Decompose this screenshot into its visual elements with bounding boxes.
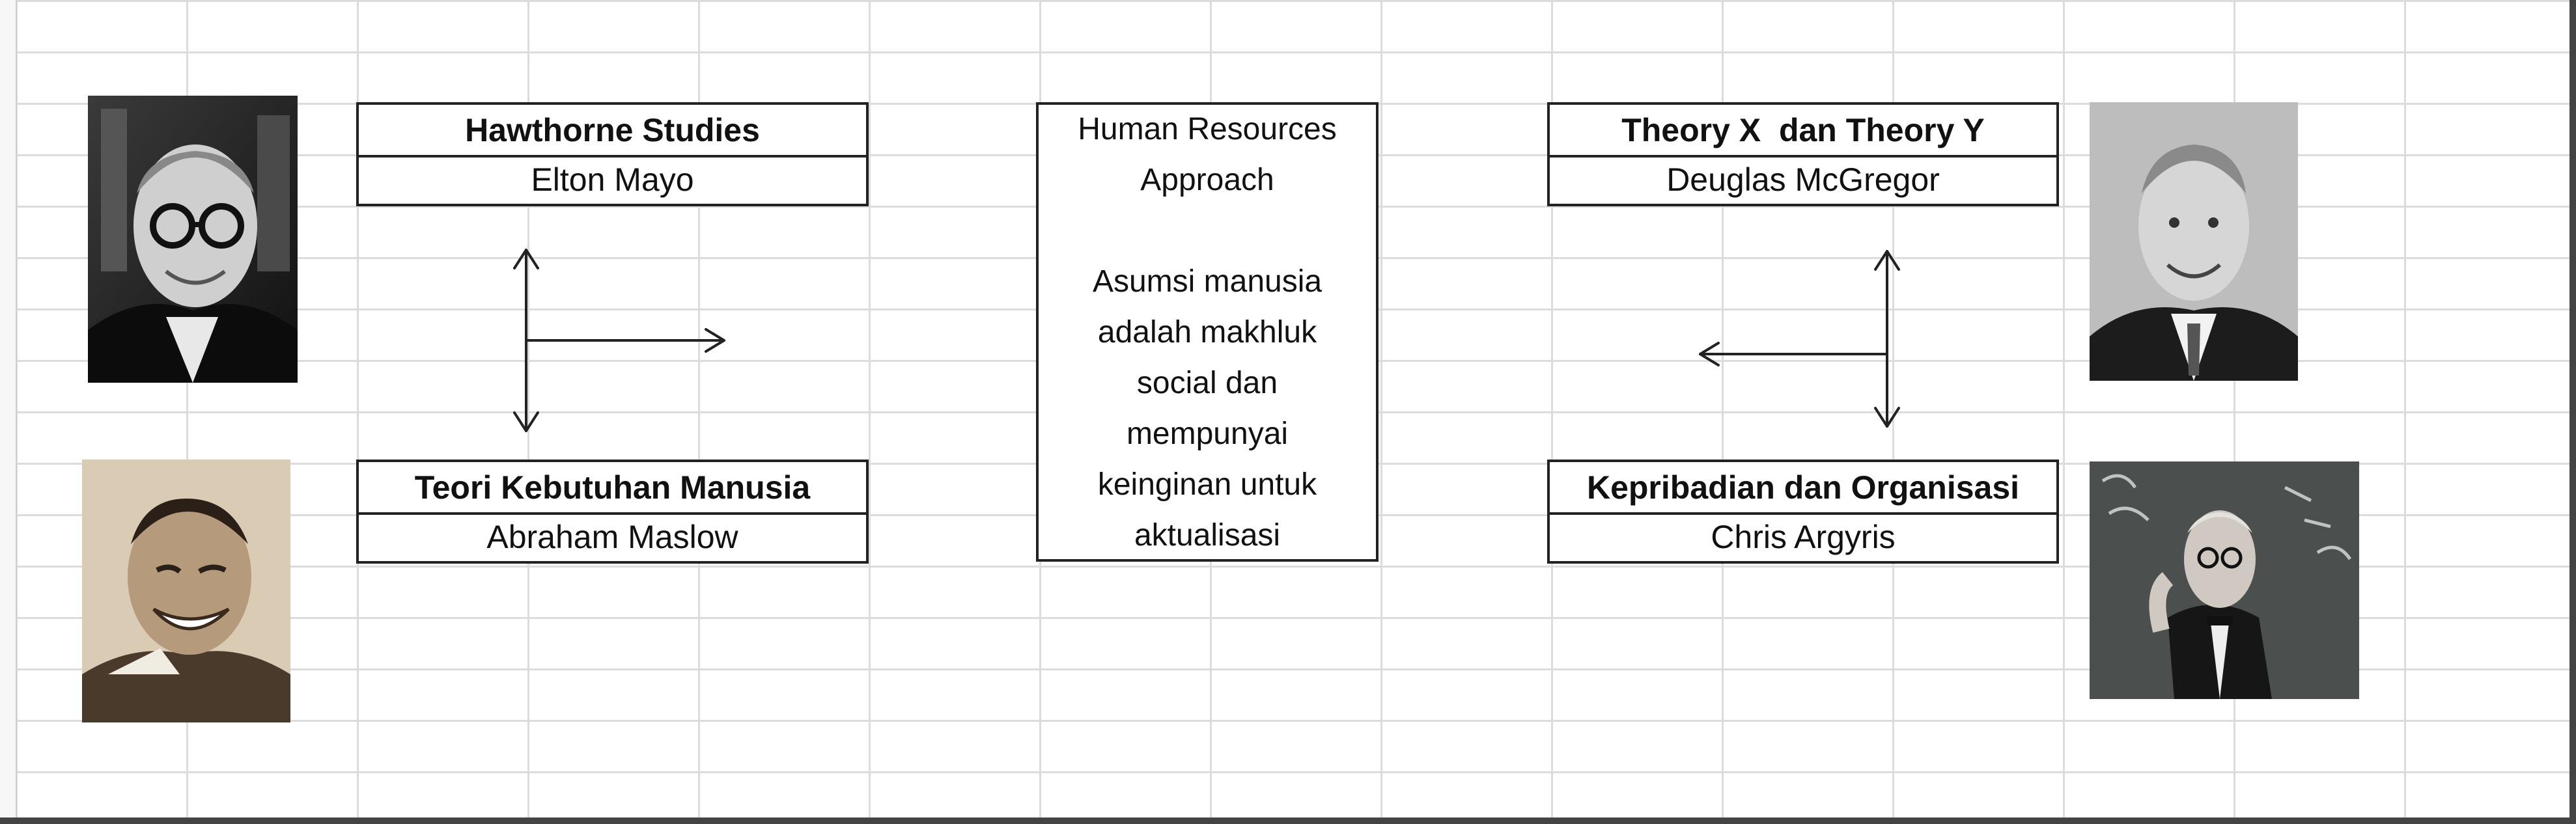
row-header-strip [0, 0, 17, 824]
douglas-mcgregor-photo [2090, 102, 2298, 381]
chris-argyris-photo [2090, 461, 2359, 699]
center-line: adalah makhluk [1097, 315, 1317, 350]
theory-xy-box: Theory X dan Theory Y Deuglas McGregor [1547, 102, 2059, 206]
center-line: mempunyai [1126, 417, 1289, 451]
right-up-arrowhead [1874, 250, 1900, 271]
right-down-arrowhead [1874, 407, 1900, 428]
left-down-arrowhead [513, 411, 539, 432]
window-edge-bottom [0, 817, 2576, 824]
center-line: Human Resources [1078, 112, 1337, 146]
window-edge-right [2569, 0, 2576, 824]
hawthorne-studies-title: Hawthorne Studies [359, 105, 866, 158]
teori-kebutuhan-title: Teori Kebutuhan Manusia [359, 462, 866, 515]
center-line: aktualisasi [1134, 518, 1281, 553]
hawthorne-studies-box: Hawthorne Studies Elton Mayo [356, 102, 869, 206]
center-line: Asumsi manusia [1092, 264, 1323, 299]
abraham-maslow-photo [82, 460, 290, 722]
teori-kebutuhan-box: Teori Kebutuhan Manusia Abraham Maslow [356, 460, 869, 564]
theory-xy-title: Theory X dan Theory Y [1550, 105, 2056, 158]
abraham-maslow-name: Abraham Maslow [486, 518, 738, 555]
center-line: Approach [1140, 163, 1274, 197]
douglas-mcgregor-name: Deuglas McGregor [1666, 161, 1940, 198]
elton-mayo-photo [88, 96, 298, 383]
left-up-arrowhead [513, 249, 539, 269]
elton-mayo-name: Elton Mayo [531, 161, 694, 198]
left-right-arrowhead [705, 328, 725, 353]
kepribadian-title: Kepribadian dan Organisasi [1550, 462, 2056, 515]
center-line: keinginan untuk [1097, 467, 1317, 502]
kepribadian-box: Kepribadian dan Organisasi Chris Argyris [1547, 460, 2059, 564]
center-line: social dan [1136, 366, 1278, 400]
chris-argyris-name: Chris Argyris [1711, 518, 1896, 555]
right-left-arrowhead [1699, 342, 1720, 366]
human-resources-box: Human Resources Approach Asumsi manusia … [1036, 102, 1379, 562]
